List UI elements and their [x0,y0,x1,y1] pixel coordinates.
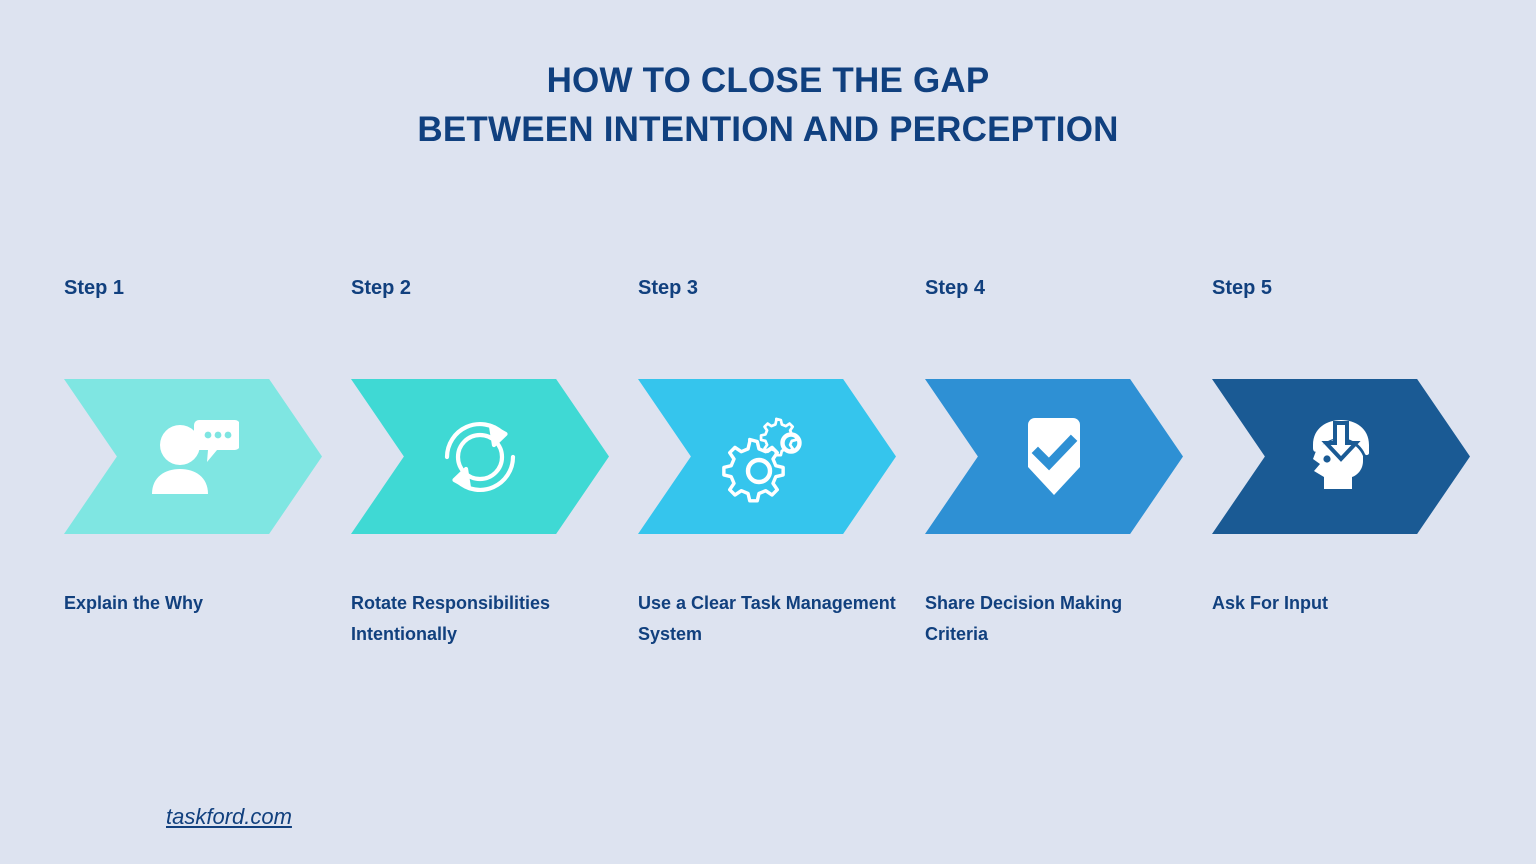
step-label-5: Step 5 [1212,277,1273,299]
step-caption-3: Use a Clear Task Management System [638,593,896,644]
step-caption-1: Explain the Why [64,593,204,613]
step-item-1: Step 1 Explain the Why [64,275,351,619]
page-title-line-2: BETWEEN INTENTION AND PERCEPTION [417,110,1119,149]
step-item-4: Step 4 Share Decision Making Criteria [925,275,1212,650]
shield-check-icon [925,379,1183,534]
step-caption-5: Ask For Input [1212,593,1328,613]
step-label-4: Step 4 [925,277,986,299]
step-label-1: Step 1 [64,277,125,299]
step-label-3: Step 3 [638,277,699,299]
person-speech-bubble-icon [64,379,322,534]
step-label-2: Step 2 [351,277,412,299]
page-title-line-1: HOW TO CLOSE THE GAP [546,61,990,100]
step-caption-2: Rotate Responsibilities Intentionally [351,593,551,644]
steps-row: Step 1 Explain the Why Step 2 [64,275,1472,650]
step-chevron-5 [1212,379,1470,534]
step-item-5: Step 5 Ask For Input [1212,275,1499,619]
step-caption-4: Share Decision Making Criteria [925,593,1123,644]
rotate-arrows-icon [351,379,609,534]
step-item-2: Step 2 Rotate Responsibilities Intention… [351,275,638,650]
step-item-3: Step 3 Use a Clear Task Management Syste… [638,275,925,650]
head-input-arrow-icon [1212,379,1470,534]
step-chevron-4 [925,379,1183,534]
step-chevron-3 [638,379,896,534]
footer-website-link[interactable]: taskford.com [166,804,292,829]
step-chevron-1 [64,379,322,534]
page-title: HOW TO CLOSE THE GAP BETWEEN INTENTION A… [0,56,1536,154]
step-chevron-2 [351,379,609,534]
gears-icon [638,379,896,534]
